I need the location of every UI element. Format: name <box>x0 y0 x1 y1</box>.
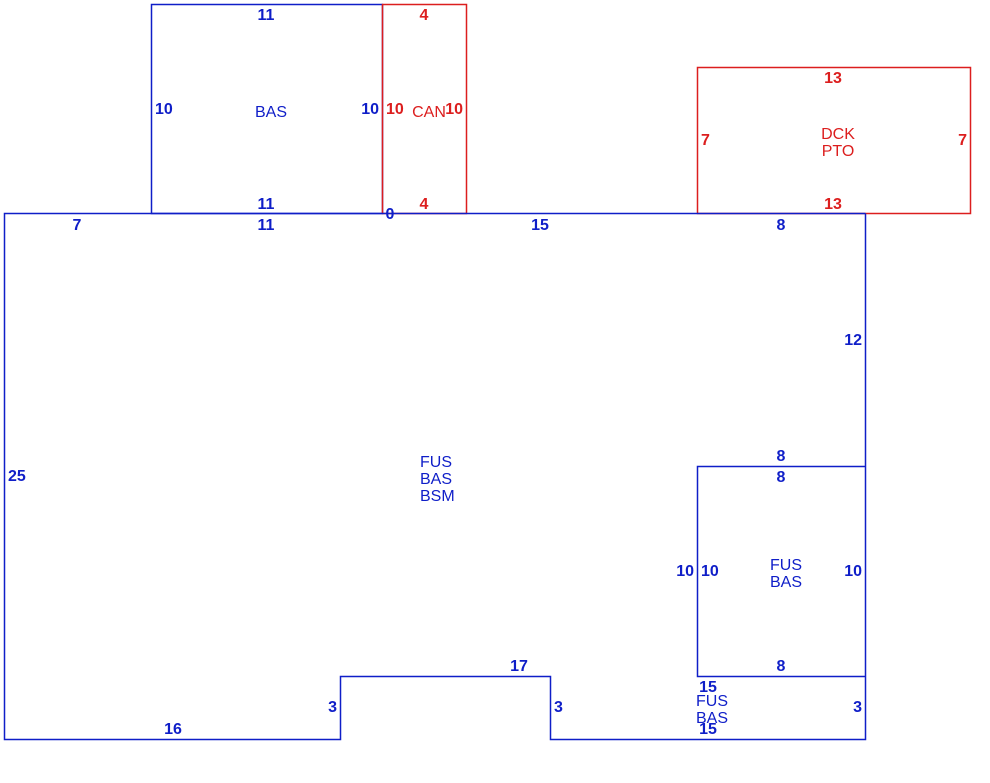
bottom-section-right-dim: 3 <box>853 699 862 716</box>
main-label-2: BAS <box>420 471 452 488</box>
deck-label-2: PTO <box>822 143 855 160</box>
bottom-section-left-dim: 3 <box>554 699 563 716</box>
canopy-top-dim: 4 <box>420 7 429 24</box>
inner-room-top-outside-dim: 8 <box>777 448 786 465</box>
canopy-bottom-dim: 4 <box>420 196 429 213</box>
bas-room-left-dim: 10 <box>155 101 173 118</box>
inner-room-outline <box>696 465 866 678</box>
main-top-right-dim: 8 <box>777 217 786 234</box>
bottom-section-bottom-dim: 15 <box>699 721 717 738</box>
main-label-3: BSM <box>420 488 455 505</box>
bas-room-bottom-dim: 11 <box>258 196 275 213</box>
deck-right-dim: 7 <box>958 132 967 149</box>
bas-room-label: BAS <box>255 104 287 121</box>
deck-bottom-dim: 13 <box>824 196 842 213</box>
inner-room-label-2: BAS <box>770 574 802 591</box>
bottom-section-top-dim: 15 <box>699 679 717 696</box>
main-building-outline <box>3 212 867 741</box>
canopy-label: CAN <box>412 104 446 121</box>
inner-room-top-inside-dim: 8 <box>777 469 786 486</box>
inner-room-left-inside-dim: 10 <box>701 563 719 580</box>
main-top-left-dim: 7 <box>73 217 82 234</box>
bottom-section-label-2: BAS <box>696 710 728 727</box>
bottom-section-label-1: FUS <box>696 693 728 710</box>
main-label-1: FUS <box>420 454 452 471</box>
main-right-upper-dim: 12 <box>844 332 862 349</box>
main-top-zero-dim: 0 <box>386 206 395 223</box>
main-bottom-left-dim: 16 <box>164 721 182 738</box>
deck-left-dim: 7 <box>701 132 710 149</box>
main-top-center-dim: 15 <box>531 217 549 234</box>
bas-room-right-dim: 10 <box>361 101 379 118</box>
canopy-left-dim: 10 <box>386 101 404 118</box>
inner-room-bottom-dim: 8 <box>777 658 786 675</box>
bas-room-top-dim: 11 <box>258 7 275 24</box>
main-bottom-middle-dim: 17 <box>510 658 528 675</box>
inner-room-right-dim: 10 <box>844 563 862 580</box>
main-top-middle-dim: 11 <box>258 217 275 234</box>
main-step-height-dim: 3 <box>328 699 337 716</box>
inner-room-left-outside-dim: 10 <box>676 563 694 580</box>
canopy-right-dim: 10 <box>445 101 463 118</box>
main-left-dim: 25 <box>8 468 26 485</box>
deck-label-1: DCK <box>821 126 855 143</box>
inner-room-label-1: FUS <box>770 557 802 574</box>
deck-top-dim: 13 <box>824 70 842 87</box>
